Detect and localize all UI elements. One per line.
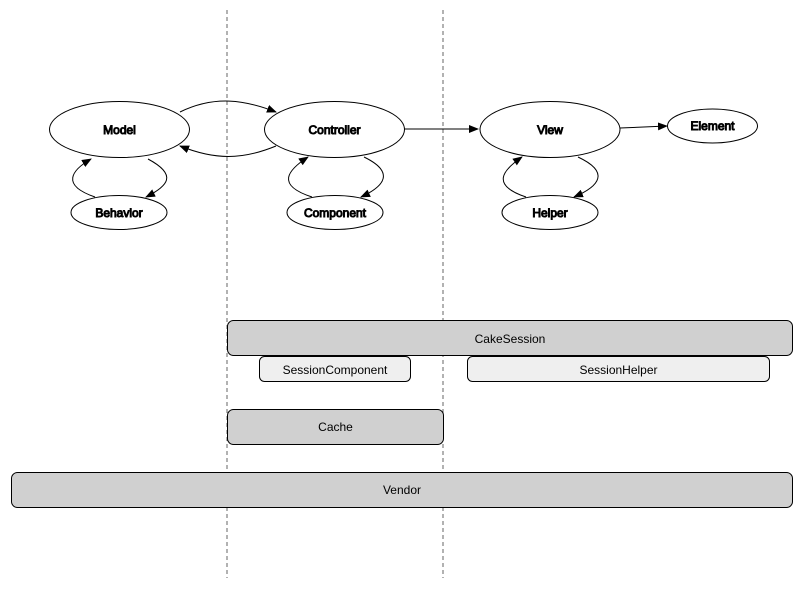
session-component-rect bbox=[259, 356, 411, 382]
model-to-controller-arrow bbox=[179, 100, 277, 113]
model-ellipse bbox=[49, 101, 190, 158]
node-component[interactable]: Component bbox=[286, 195, 384, 230]
controller-label: Controller bbox=[308, 123, 360, 137]
connectors bbox=[72, 100, 668, 198]
cache-rect bbox=[227, 409, 444, 445]
helper-label: Helper bbox=[532, 206, 567, 220]
behavior-label: Behavior bbox=[95, 206, 142, 220]
node-controller[interactable]: Controller bbox=[264, 101, 405, 158]
component-ellipse bbox=[286, 195, 384, 230]
helper-to-view-arrow bbox=[502, 156, 527, 198]
view-ellipse bbox=[479, 101, 621, 158]
node-view[interactable]: View bbox=[479, 101, 621, 158]
node-helper[interactable]: Helper bbox=[501, 195, 599, 230]
element-label: Element bbox=[690, 119, 735, 133]
bar-cache[interactable]: Cache bbox=[227, 409, 444, 445]
session-helper-rect bbox=[467, 356, 770, 382]
component-to-controller-arrow bbox=[288, 156, 313, 198]
model-label: Model bbox=[103, 123, 136, 137]
session-helper-label: SessionHelper bbox=[579, 363, 657, 377]
view-to-helper-arrow bbox=[573, 156, 599, 198]
behavior-ellipse bbox=[70, 195, 168, 230]
controller-to-component-arrow bbox=[360, 156, 384, 198]
bar-vendor[interactable]: Vendor bbox=[11, 472, 793, 508]
behavior-to-model-arrow bbox=[72, 158, 96, 198]
model-to-behavior-arrow bbox=[145, 158, 168, 198]
node-behavior[interactable]: Behavior bbox=[70, 195, 168, 230]
bar-cake-session[interactable]: CakeSession bbox=[227, 320, 793, 356]
view-label: View bbox=[537, 123, 563, 137]
session-component-label: SessionComponent bbox=[283, 363, 388, 377]
cache-label: Cache bbox=[318, 420, 353, 434]
bar-session-component[interactable]: SessionComponent bbox=[259, 356, 411, 382]
element-ellipse bbox=[667, 108, 758, 144]
controller-ellipse bbox=[264, 101, 405, 158]
view-to-element-arrow bbox=[619, 122, 668, 131]
vendor-rect bbox=[11, 472, 793, 508]
helper-ellipse bbox=[501, 195, 599, 230]
controller-to-model-arrow bbox=[179, 145, 277, 157]
node-model[interactable]: Model bbox=[49, 101, 190, 158]
cake-session-label: CakeSession bbox=[475, 332, 546, 346]
vendor-label: Vendor bbox=[383, 483, 421, 497]
node-element[interactable]: Element bbox=[667, 108, 758, 144]
bar-session-helper[interactable]: SessionHelper bbox=[467, 356, 770, 382]
component-label: Component bbox=[304, 206, 367, 220]
cake-session-rect bbox=[227, 320, 793, 356]
